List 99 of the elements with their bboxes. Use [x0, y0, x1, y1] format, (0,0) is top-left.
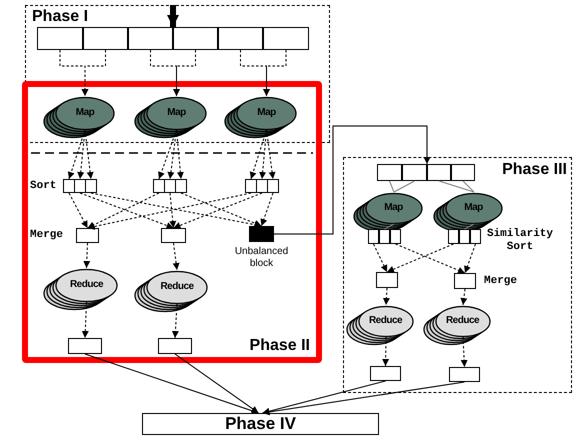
phase-label: Phase II: [250, 337, 310, 355]
arrow: [82, 50, 106, 96]
connector-line: [464, 224, 474, 230]
task-label: Map: [166, 106, 187, 120]
task-label: Reduce: [368, 314, 404, 328]
connector-line: [462, 180, 474, 192]
arrow: [395, 244, 466, 274]
arrow: [172, 304, 179, 338]
map-task-stack: [352, 192, 422, 232]
map-task-stack: [134, 96, 207, 139]
arrow: [172, 242, 180, 270]
connector-line: [389, 180, 394, 192]
data-block: [85, 179, 97, 193]
data-block: [448, 366, 480, 382]
connector-line: [394, 180, 415, 192]
reduce-task-stack: [422, 304, 490, 346]
stage-label: Merge: [484, 275, 518, 288]
reduce-task-stack: [346, 304, 414, 346]
arrow: [250, 130, 267, 180]
arrow: [77, 130, 86, 180]
phase-label: Phase III: [502, 161, 567, 179]
unbalanced-block: [249, 226, 274, 242]
data-block: [164, 179, 176, 193]
stage-label: Similarity Sort: [486, 228, 554, 254]
arrow: [83, 242, 90, 268]
data-block: [161, 228, 186, 243]
arrow: [176, 130, 184, 180]
data-block: [368, 228, 378, 244]
data-block: [172, 26, 218, 50]
arrow: [259, 130, 267, 180]
arrow: [173, 50, 196, 96]
arrow: [464, 244, 476, 274]
connector-line: [384, 224, 394, 230]
phase-label: Phase I: [32, 8, 88, 26]
phase-box: Phase IV: [142, 413, 379, 435]
data-block: [448, 228, 458, 244]
arrow: [263, 50, 286, 96]
arrow: [167, 5, 179, 27]
data-block: [267, 179, 279, 193]
data-block: [153, 179, 165, 193]
data-block: [74, 179, 86, 193]
arrow: [460, 336, 468, 368]
phase-region: [343, 157, 572, 393]
arrow: [266, 130, 276, 180]
data-block: [370, 366, 400, 380]
data-block: [218, 26, 262, 50]
arrow: [84, 354, 259, 414]
reduce-task-stack: [134, 270, 208, 313]
arrow: [274, 126, 430, 234]
task-label: Map: [463, 200, 484, 214]
data-block: [175, 179, 187, 193]
data-block: [63, 179, 75, 193]
arrow: [68, 130, 86, 180]
reduce-task-stack: [43, 268, 118, 311]
data-block: [450, 164, 474, 180]
task-label: Reduce: [68, 278, 104, 292]
task-label: Map: [256, 106, 277, 120]
arrow: [169, 192, 176, 228]
arrow: [260, 192, 274, 226]
arrow: [382, 336, 390, 366]
task-label: Map: [74, 106, 96, 120]
arrow: [460, 288, 468, 306]
data-block: [376, 164, 402, 180]
map-task-stack: [224, 96, 297, 139]
data-block: [426, 164, 450, 180]
arrow: [373, 244, 388, 272]
data-block: [76, 228, 99, 243]
data-block: [262, 26, 308, 50]
arrow: [262, 382, 465, 416]
data-block: [402, 164, 426, 180]
arrow: [158, 130, 177, 180]
arrow: [80, 192, 174, 229]
stage-label: Sort: [30, 180, 58, 193]
block-caption: Unbalanced block: [234, 246, 290, 270]
task-label: Map: [383, 200, 404, 214]
stage-label: Merge: [30, 229, 64, 242]
arrow: [174, 354, 259, 414]
data-block: [454, 272, 476, 288]
data-block: [256, 179, 268, 193]
arrow: [87, 192, 160, 228]
task-label: Reduce: [159, 280, 195, 294]
data-block: [36, 26, 82, 50]
data-block: [245, 179, 257, 193]
data-block: [376, 272, 398, 288]
phase-region: [25, 5, 330, 143]
map-task-stack: [43, 96, 115, 139]
arrow: [84, 130, 94, 180]
arrow: [262, 380, 386, 415]
data-block: [158, 338, 192, 354]
data-block: [68, 338, 102, 354]
data-block: [128, 26, 172, 50]
connector-line: [438, 180, 474, 192]
arrow: [386, 244, 454, 272]
data-block: [82, 26, 128, 50]
arrow: [82, 302, 89, 338]
arrow: [167, 130, 177, 180]
task-label: Reduce: [444, 314, 480, 328]
arrow: [68, 192, 88, 228]
arrow: [382, 288, 390, 306]
